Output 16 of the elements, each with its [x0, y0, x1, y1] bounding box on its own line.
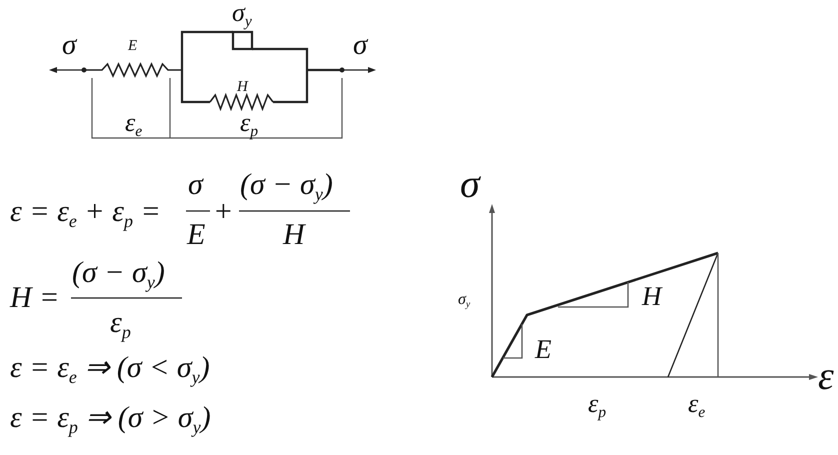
axis-label: ε [818, 356, 834, 396]
fraction-numerator: σ [188, 170, 203, 200]
fraction-denominator: E [187, 220, 206, 250]
stress-label: σ [62, 31, 76, 60]
slope-label: E [535, 336, 552, 363]
strain-label: ε$_{e}$ [688, 391, 706, 417]
slope-label: H [642, 283, 662, 310]
fraction-denominator: H [283, 220, 305, 250]
stress-label: σ [353, 31, 368, 60]
yield-stress-label: σ$_{y}$ [458, 292, 470, 308]
plus-sign: + [213, 197, 234, 227]
modulus-label: E [128, 39, 138, 54]
strain-label: ε$_{e}$ [125, 110, 142, 136]
modulus-label: H [237, 80, 248, 95]
axis-label: σ [460, 164, 480, 204]
equation: H = [10, 283, 60, 313]
